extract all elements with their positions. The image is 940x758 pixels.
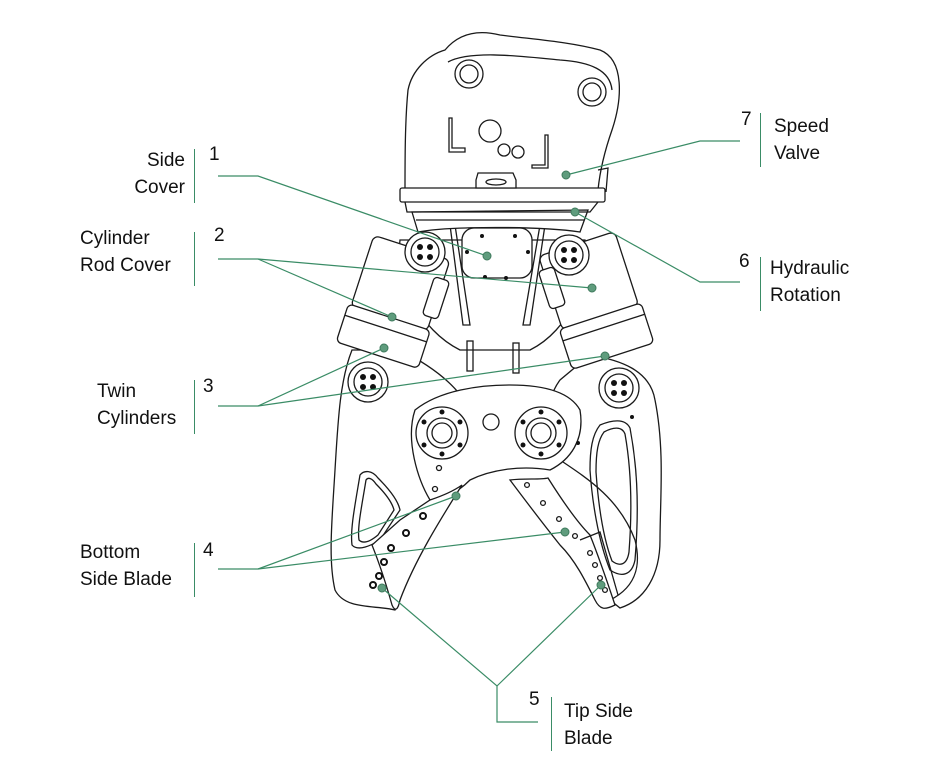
rotator [411, 209, 589, 233]
marker-tip-blade-right [596, 580, 606, 590]
label-line: Tip Side [564, 701, 633, 722]
label-line: Speed [774, 116, 829, 137]
mount-bracket [399, 32, 620, 213]
callout-lines [218, 140, 740, 723]
label-number-1: 1 [209, 144, 220, 165]
label-number-7: 7 [741, 109, 752, 130]
marker-bottom-blade-right [560, 527, 570, 537]
callout-markers [377, 170, 610, 593]
label-side-cover: Side Cover [100, 147, 185, 201]
label-number-4: 4 [203, 540, 214, 561]
label-line: Valve [774, 143, 821, 164]
label-line: Cover [134, 177, 185, 198]
label-twin-cylinders: Twin Cylinders [97, 378, 197, 432]
label-line: Cylinders [97, 408, 177, 429]
marker-bottom-blade-left [451, 491, 461, 501]
marker-speed-valve [561, 170, 571, 180]
main-body [330, 349, 662, 611]
label-divider [760, 113, 761, 167]
marker-rod-cover-right [587, 283, 597, 293]
marker-tip-blade-left [377, 583, 387, 593]
label-number-6: 6 [739, 251, 750, 272]
label-line: Rotation [770, 285, 841, 306]
label-line: Twin [97, 381, 137, 402]
label-number-3: 3 [203, 376, 214, 397]
marker-cylinder-left [379, 343, 389, 353]
label-line: Rod Cover [80, 255, 171, 276]
label-divider [194, 232, 195, 286]
label-tip-side-blade: Tip Side Blade [564, 698, 674, 752]
label-line: Blade [564, 728, 613, 749]
label-line: Side Blade [80, 569, 172, 590]
label-bottom-side-blade: Bottom Side Blade [80, 539, 195, 593]
label-line: Hydraulic [770, 258, 850, 279]
label-cylinder-rod-cover: Cylinder Rod Cover [80, 225, 195, 279]
marker-side-cover [482, 251, 492, 261]
label-divider [760, 257, 761, 311]
label-divider [551, 697, 552, 751]
label-hydraulic-rotation: Hydraulic Rotation [770, 255, 880, 309]
label-number-2: 2 [214, 225, 225, 246]
label-number-5: 5 [529, 689, 540, 710]
marker-cylinder-right [600, 351, 610, 361]
marker-hydraulic-rotation [570, 207, 580, 217]
label-divider [194, 380, 195, 434]
label-line: Bottom [80, 542, 141, 563]
label-line: Side [146, 150, 185, 171]
label-divider [194, 149, 195, 203]
marker-rod-cover-left [387, 312, 397, 322]
label-divider [194, 543, 195, 597]
label-speed-valve: Speed Valve [774, 113, 864, 167]
label-line: Cylinder [80, 228, 150, 249]
